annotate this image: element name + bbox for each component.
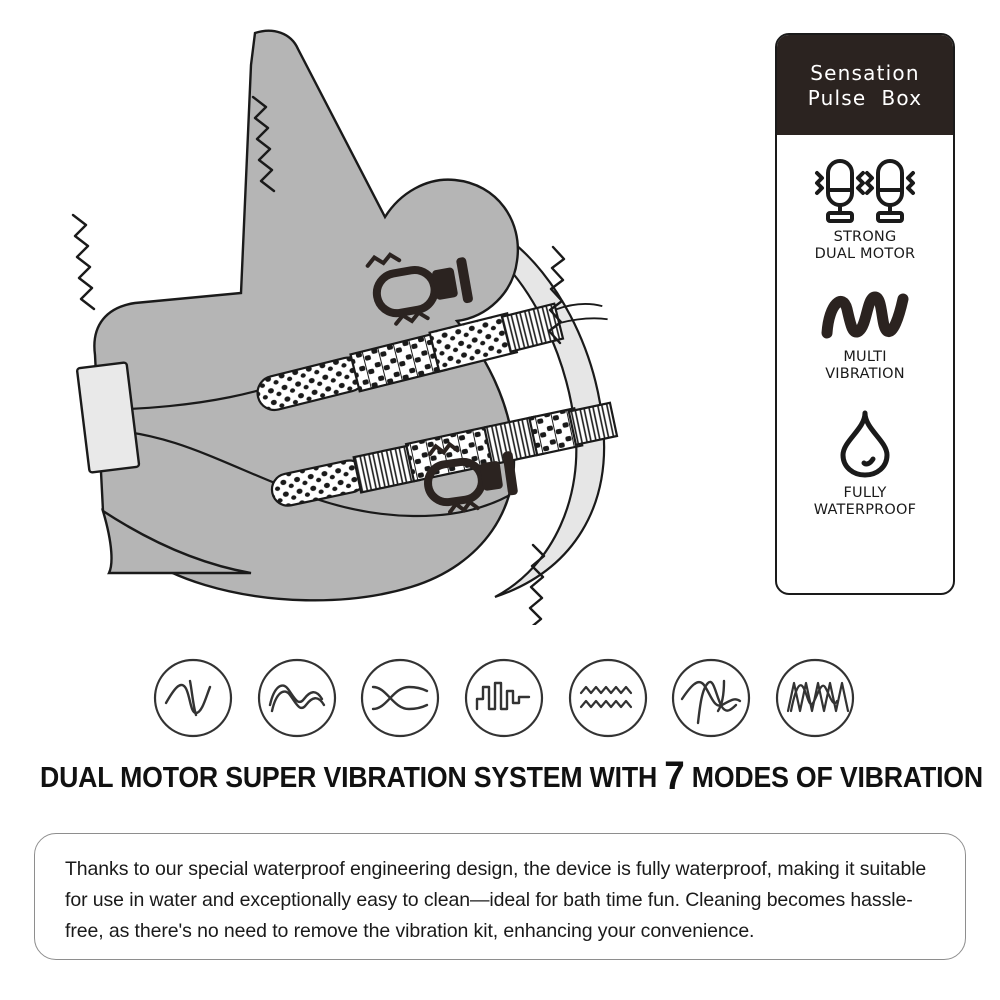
vibration-modes-row: [152, 650, 856, 746]
motor-bullet-lower: [424, 441, 518, 514]
feature-label-dual-motor: STRONG DUAL MOTOR: [814, 229, 916, 262]
textured-vibration-strip-upper: [256, 302, 608, 412]
waveform-square-pulse-icon[interactable]: [463, 657, 545, 739]
description-box: Thanks to our special waterproof enginee…: [34, 833, 966, 960]
waveform-dense-zigzag-icon[interactable]: [774, 657, 856, 739]
control-tab: [75, 361, 141, 474]
textured-vibration-strip-lower: [270, 401, 619, 507]
waveform-ripple-icon[interactable]: [567, 657, 649, 739]
product-lower-skirt: [100, 508, 252, 575]
panel-header: Sensation Pulse Box: [777, 35, 953, 135]
feature-label-multi-vibration: MULTI VIBRATION: [825, 349, 905, 382]
waveform-sine-damped-icon[interactable]: [152, 657, 234, 739]
feature-panel: Sensation Pulse Box: [775, 33, 955, 595]
feature-multi-vibration: MULTI VIBRATION: [777, 287, 953, 383]
feature-strong-dual-motor: STRONG DUAL MOTOR: [777, 157, 953, 263]
dual-motor-icon: [815, 159, 915, 223]
feature-fully-waterproof: FULLY WATERPROOF: [777, 407, 953, 519]
multi-vibration-squiggle-icon: [821, 291, 909, 339]
feature-label-waterproof: FULLY WATERPROOF: [813, 485, 917, 518]
motor-bullet-upper: [365, 252, 473, 326]
panel-title-line-1: Sensation: [810, 61, 920, 85]
waveform-crossing-icon[interactable]: [359, 657, 441, 739]
vibration-zigzag-marks: [71, 95, 566, 625]
product-highlight-band: [484, 238, 606, 599]
page-headline: DUAL MOTOR SUPER VIBRATION SYSTEM WITH 7…: [40, 756, 983, 796]
waveform-double-hump-icon[interactable]: [256, 657, 338, 739]
vibration-sleeve-product-illustration: [71, 29, 619, 625]
headline-mode-count: 7: [664, 754, 685, 798]
product-body: [93, 29, 520, 602]
description-text: Thanks to our special waterproof enginee…: [65, 858, 927, 942]
headline-text-before: DUAL MOTOR SUPER VIBRATION SYSTEM WITH: [40, 762, 665, 794]
waveform-mixed-peak-icon[interactable]: [670, 657, 752, 739]
water-droplet-icon: [840, 410, 890, 478]
panel-title-line-2: Pulse Box: [807, 86, 923, 110]
headline-text-after: MODES OF VIBRATION: [684, 762, 983, 794]
